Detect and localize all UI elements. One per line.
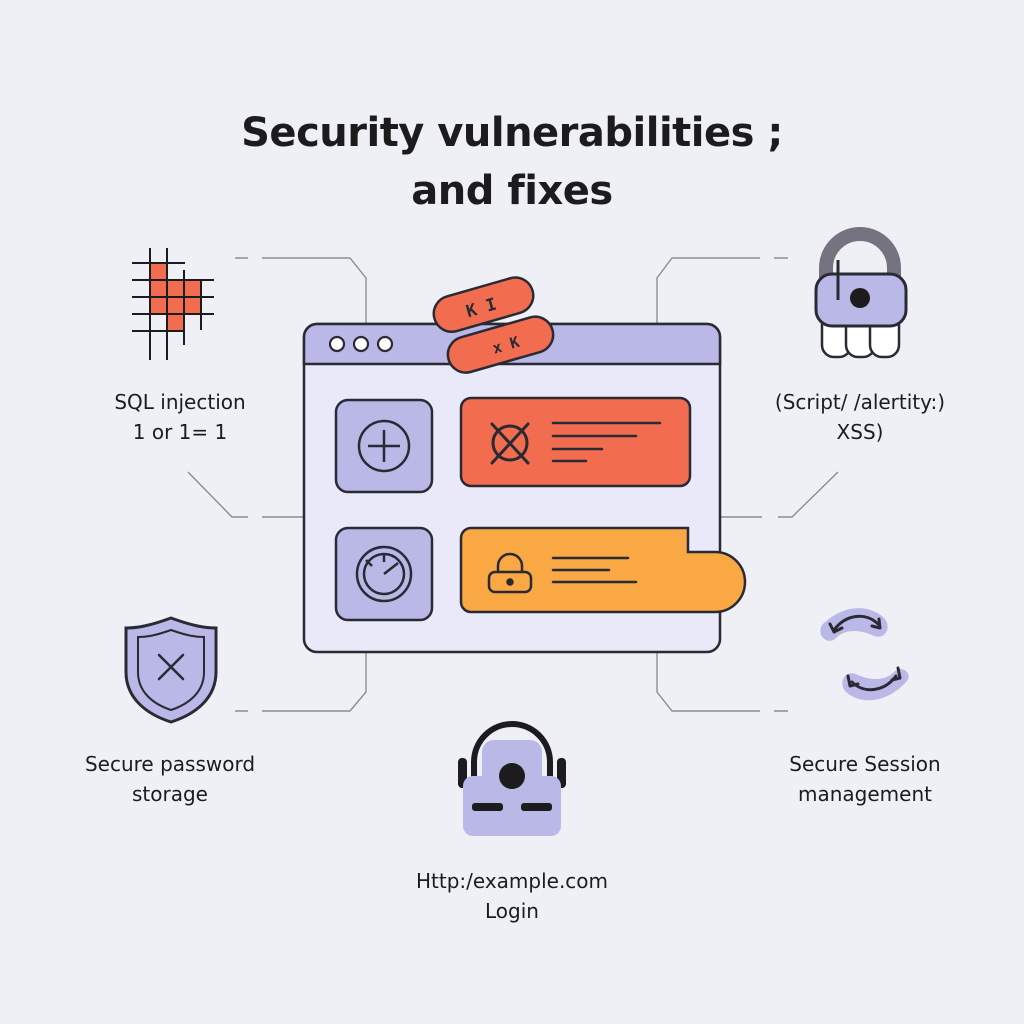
label-password-line-2: storage bbox=[132, 782, 208, 806]
label-login-line-2: Login bbox=[485, 899, 539, 923]
browser-window bbox=[302, 322, 747, 654]
label-password-storage: Secure password storage bbox=[50, 749, 290, 809]
x-icon bbox=[490, 422, 530, 465]
label-login: Http:/example.com Login bbox=[380, 866, 644, 926]
alert-bar bbox=[459, 396, 692, 488]
label-xss-line-1: (Script/ /alertity:) bbox=[774, 390, 946, 414]
refresh-arrows-icon bbox=[820, 608, 909, 701]
window-dot-2 bbox=[352, 335, 370, 353]
label-sql-line-2: 1 or 1= 1 bbox=[132, 420, 228, 444]
label-login-line-1: Http:/example.com bbox=[415, 869, 609, 893]
label-session-line-2: management bbox=[798, 782, 932, 806]
label-sql-injection: SQL injection 1 or 1= 1 bbox=[60, 387, 300, 447]
gauge-icon bbox=[355, 545, 413, 603]
lock-icon bbox=[487, 552, 533, 594]
user-lock-icon bbox=[458, 721, 566, 836]
label-sql-line-1: SQL injection bbox=[114, 390, 246, 414]
grid-icon bbox=[132, 248, 214, 360]
title-line-2: and fixes bbox=[411, 168, 613, 214]
window-dot-1 bbox=[328, 335, 346, 353]
lock-bar bbox=[459, 526, 747, 614]
label-password-line-1: Secure password bbox=[84, 752, 256, 776]
connector-sql-bottom bbox=[187, 471, 305, 518]
patch-bandages: K I x K bbox=[432, 276, 555, 374]
window-controls bbox=[328, 335, 394, 353]
gauge-card bbox=[334, 526, 434, 622]
page-title: Security vulnerabilities ; and fixes bbox=[0, 104, 1024, 220]
connector-sql-top bbox=[235, 257, 367, 323]
plus-card bbox=[334, 398, 434, 494]
label-xss-line-2: XSS) bbox=[836, 420, 884, 444]
connector-xss-bottom bbox=[720, 471, 839, 518]
connector-lines bbox=[187, 257, 839, 712]
padlock-icon bbox=[814, 227, 908, 359]
connector-session bbox=[656, 652, 788, 712]
window-dot-3 bbox=[376, 335, 394, 353]
shield-x-icon bbox=[124, 616, 218, 724]
label-session-management: Secure Session management bbox=[740, 749, 990, 809]
label-xss: (Script/ /alertity:) XSS) bbox=[730, 387, 990, 447]
connector-xss-top bbox=[656, 257, 788, 323]
label-session-line-1: Secure Session bbox=[789, 752, 941, 776]
connector-password bbox=[235, 652, 367, 712]
title-line-1: Security vulnerabilities ; bbox=[241, 110, 783, 156]
plus-icon bbox=[357, 419, 411, 473]
